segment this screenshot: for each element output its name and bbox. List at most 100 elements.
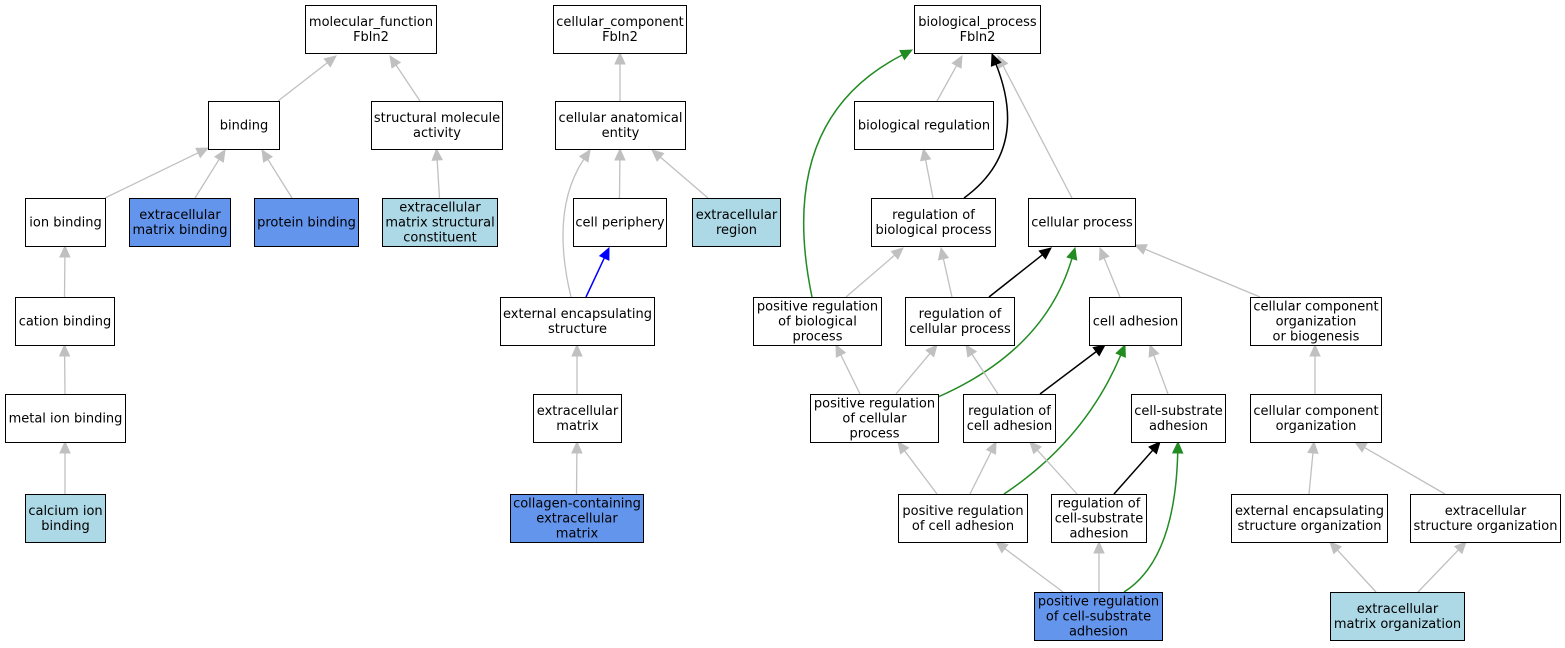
node-label: external encapsulating [1235,504,1384,519]
node-label: cellular anatomical [559,111,683,126]
arrowhead [571,343,583,357]
node-cell-adhesion[interactable]: cell adhesion [1089,297,1182,346]
node-label: cell-substrate [1134,404,1223,419]
arrowhead [920,147,932,162]
node-label: regulation of [968,404,1051,419]
node-label: cell adhesion [967,419,1053,434]
arrowhead [835,343,847,358]
arrowhead [937,246,950,261]
node-label: regulation of [1058,497,1141,512]
arrowhead [59,440,71,454]
node-box [500,297,655,346]
node-label: metal ion binding [9,412,123,427]
node-binding[interactable]: binding [208,101,280,150]
arrowhead [951,54,963,69]
node-label: region [716,223,757,238]
arrowhead [571,440,583,454]
arrowhead [1353,441,1368,453]
arrowhead [1029,441,1042,455]
arrowhead [965,343,978,358]
node-label: cation binding [19,315,112,330]
edge-is-a [1148,343,1169,395]
node-biological-regulation[interactable]: biological regulation [854,101,994,150]
edge-regulates [988,247,1052,298]
node-box [905,297,1015,346]
node-label: structure organization [1238,519,1382,534]
node-metal-ion-binding[interactable]: metal ion binding [5,394,126,443]
node-label: structure organization [1414,519,1558,534]
node-cation-binding[interactable]: cation binding [15,297,115,346]
node-label: cellular process [1031,216,1133,231]
node-label: regulation of [919,307,1002,322]
node-label: adhesion [1149,419,1208,434]
node-protein-binding[interactable]: protein binding [254,198,359,247]
node-label: cellular_component [556,15,684,30]
edge-positively-regulates [802,49,914,298]
node-label: ion binding [29,216,101,231]
node-label: of biological [778,315,857,330]
edge-is-a [277,55,337,102]
edge-is-a [936,54,963,102]
edge-is-a [562,148,591,298]
edge-is-a [1309,343,1321,394]
node-label: biological regulation [858,119,990,134]
node-box [871,198,996,247]
node-ion-binding[interactable]: ion binding [25,198,106,247]
node-label: binding [41,519,89,534]
edge-is-a [1417,541,1467,593]
node-label: of cellular [842,412,907,427]
node-label: positive regulation [902,504,1023,519]
node-box [692,198,781,247]
node-label: cellular component [1253,404,1378,419]
arrowhead [897,441,910,455]
node-box [1089,297,1182,346]
node-cellular-process[interactable]: cellular process [1028,198,1136,247]
node-label: cell adhesion [1093,315,1179,330]
node-label: matrix organization [1334,617,1461,632]
node-label: positive regulation [1038,595,1159,610]
edge-is-a [1093,540,1105,592]
arrowhead [261,148,273,163]
node-label: collagen-containing [513,497,641,512]
node-cell-periphery[interactable]: cell periphery [573,198,667,247]
node-label: extracellular [139,208,221,223]
arrowhead [431,147,443,161]
edge-is-a [1329,541,1377,593]
node-box [553,5,687,54]
arrowhead [1148,343,1160,358]
edge-part-of [585,246,610,298]
arrowhead [614,147,626,161]
node-label: structure [548,322,607,337]
node-label: matrix structural [385,216,494,231]
node-box [510,494,644,543]
node-label: binding [220,119,268,134]
node-box [371,101,503,150]
arrowhead [59,244,71,258]
